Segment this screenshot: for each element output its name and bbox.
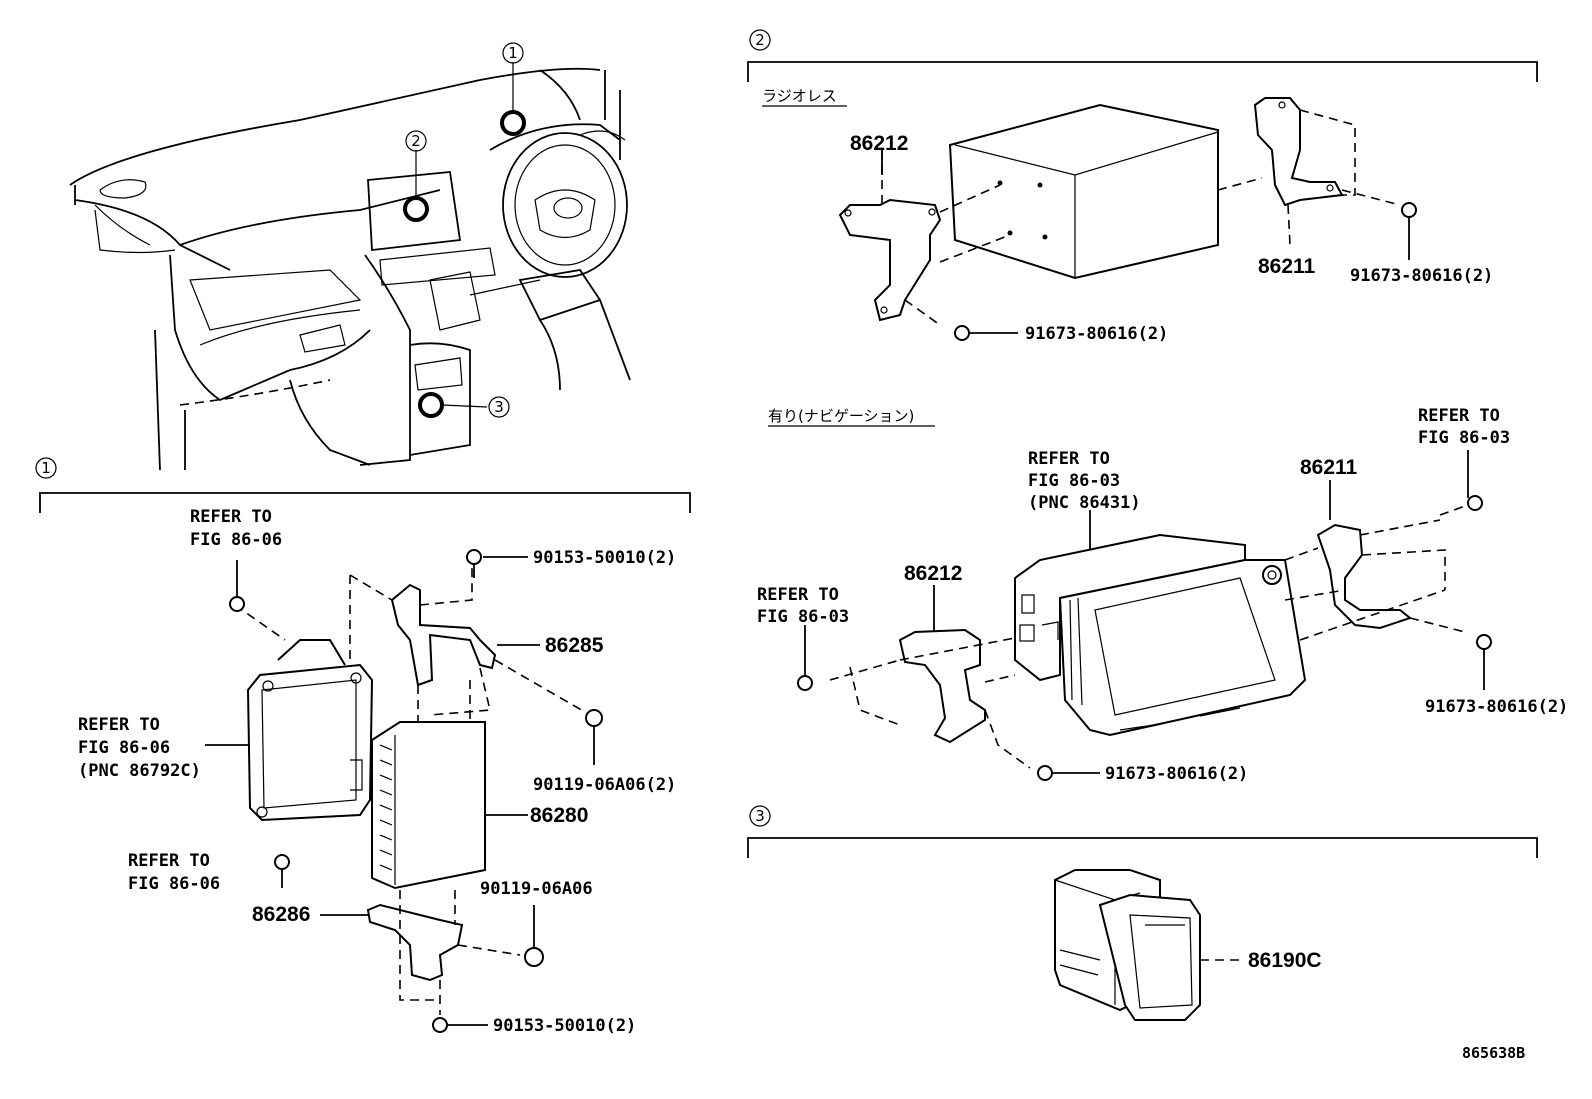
navigation-part-number-86212[interactable]: 86212 [904,562,962,585]
svg-text:3: 3 [755,807,765,825]
callout-marker-2[interactable]: 2 [405,130,427,152]
svg-text:REFER TO: REFER TO [190,507,272,527]
section-3-header: 3 [747,805,1538,858]
part-number-90119-06A06[interactable]: 90119-06A06 [480,879,593,899]
navigation-screw-bottom[interactable]: 91673-80616(2) [1105,764,1248,784]
radioless-part-number-86212[interactable]: 86212 [850,132,908,155]
svg-text:REFER TO: REFER TO [757,585,839,605]
bracket-86285 [349,565,586,716]
part-number-86190C[interactable]: 86190C [1248,949,1322,972]
svg-text:FIG 86-03: FIG 86-03 [757,607,849,627]
radioless-title: ラジオレス [762,87,837,105]
callout-marker-1[interactable]: 1 [502,42,524,64]
section-2-header: 2 [747,29,1538,82]
navigation-bracket-86211 [1284,480,1466,641]
svg-text:1: 1 [41,459,51,477]
part-number-86286[interactable]: 86286 [252,903,310,926]
figure-id: 865638B [1462,1044,1525,1062]
navigation-screw-right[interactable]: 91673-80616(2) [1425,697,1568,717]
svg-text:FIG 86-06: FIG 86-06 [78,738,170,758]
part-number-90153-50010-bottom[interactable]: 90153-50010(2) [493,1016,636,1036]
bolts-section-1 [205,549,603,1033]
navigation-refer-left: REFER TO FIG 86-03 [757,585,849,627]
refer-label-middle-section-1: REFER TO FIG 86-06 (PNC 86792C) [78,715,201,781]
part-number-90119-06A06-pair[interactable]: 90119-06A06(2) [533,775,676,795]
navigation-part-number-86211[interactable]: 86211 [1300,456,1358,479]
svg-text:REFER TO: REFER TO [128,851,210,871]
radioless-bracket-86211 [1253,97,1401,246]
svg-text:FIG 86-06: FIG 86-06 [128,874,220,894]
radioless-screw-right[interactable]: 91673-80616(2) [1350,266,1493,286]
navigation-title: 有り(ナビゲーション) [768,407,914,425]
svg-text:FIG 86-06: FIG 86-06 [190,530,282,550]
svg-text:2: 2 [755,31,765,49]
navigation-bracket-86212 [829,585,1031,769]
amplifier-bracket-and-ecu [234,575,374,822]
svg-text:FIG 86-03: FIG 86-03 [1418,428,1510,448]
refer-label-top-section-1: REFER TO FIG 86-06 [190,507,282,550]
svg-text:(PNC 86431): (PNC 86431) [1028,493,1141,513]
amplifier-86280 [371,680,486,890]
radioless-screws [881,150,1417,341]
navigation-screws [797,450,1492,781]
dashboard-overview [69,62,631,471]
radioless-unit-box [939,103,1263,280]
radioless-screw-left[interactable]: 91673-80616(2) [1025,324,1168,344]
svg-text:(PNC 86792C): (PNC 86792C) [78,761,201,781]
section-1-header: 1 [35,457,691,513]
bracket-86286 [366,890,521,1015]
svg-text:1: 1 [508,44,518,62]
svg-text:REFER TO: REFER TO [78,715,160,735]
navigation-head-unit [1014,510,1307,737]
svg-text:REFER TO: REFER TO [1028,449,1110,469]
navigation-refer-center: REFER TO FIG 86-03 (PNC 86431) [1028,449,1141,513]
part-number-90153-50010-top[interactable]: 90153-50010(2) [533,548,676,568]
svg-text:REFER TO: REFER TO [1418,406,1500,426]
radioless-part-number-86211[interactable]: 86211 [1258,255,1316,278]
callout-marker-3[interactable]: 3 [488,396,510,418]
svg-text:2: 2 [411,132,421,150]
part-number-86280[interactable]: 86280 [530,804,588,827]
svg-text:FIG 86-03: FIG 86-03 [1028,471,1120,491]
radioless-bracket-86212 [838,150,942,326]
refer-label-bottom-section-1: REFER TO FIG 86-06 [128,851,220,894]
switch-86190C [1054,869,1245,1021]
navigation-refer-right: REFER TO FIG 86-03 [1418,406,1510,448]
svg-text:3: 3 [494,398,504,416]
part-number-86285[interactable]: 86285 [545,634,604,657]
